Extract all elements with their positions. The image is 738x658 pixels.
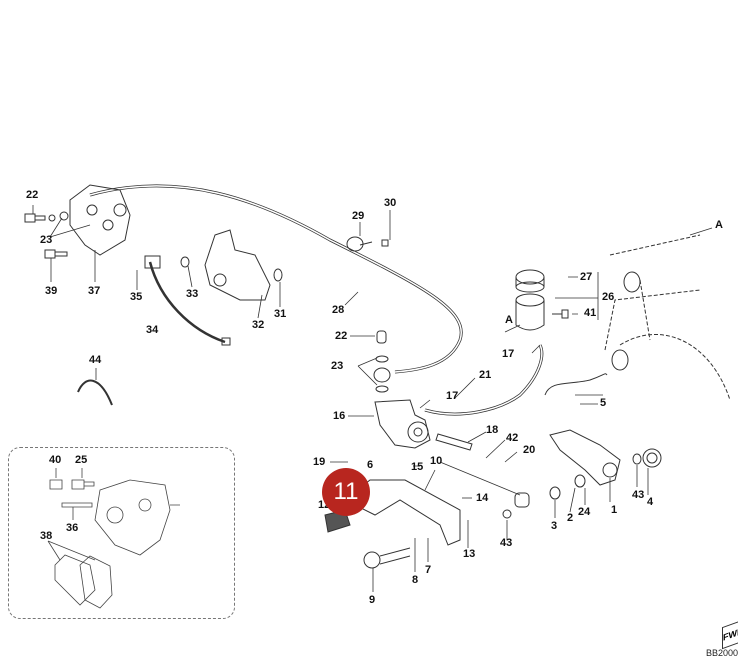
part-label-21[interactable]: 21 [479, 369, 492, 381]
leader-lines [32, 205, 713, 592]
view-marker-a-top: A [715, 219, 723, 231]
part-label-43b[interactable]: 43 [632, 489, 645, 501]
bushing-10 [514, 492, 530, 508]
part-label-35[interactable]: 35 [130, 291, 143, 303]
part-label-44[interactable]: 44 [89, 354, 102, 366]
speed-sensor-34 [148, 261, 226, 344]
highlight-callout-11[interactable]: 11 [322, 468, 370, 516]
part-label-41[interactable]: 41 [584, 307, 597, 319]
caliper-carrier-32 [204, 229, 271, 301]
brake-caliper-37 [69, 184, 131, 256]
spring-4 [642, 448, 662, 468]
part-label-43[interactable]: 43 [500, 537, 513, 549]
part-label-9[interactable]: 9 [369, 594, 376, 606]
part-label-27[interactable]: 27 [580, 271, 593, 283]
part-label-14[interactable]: 14 [476, 492, 489, 504]
part-label-18[interactable]: 18 [486, 424, 499, 436]
part-label-24[interactable]: 24 [578, 506, 591, 518]
washer-24 [574, 474, 586, 488]
part-label-6[interactable]: 6 [367, 459, 374, 471]
washer-31 [273, 268, 283, 282]
view-marker-a: A [505, 314, 513, 326]
reservoir-26 [515, 300, 545, 331]
caliper-detail-inset [8, 447, 235, 619]
part-label-42[interactable]: 42 [506, 432, 519, 444]
drawing-code: BB2000 [706, 648, 738, 658]
part-label-39[interactable]: 39 [45, 285, 58, 297]
banjo-bolt-22 [376, 330, 387, 344]
part-label-22[interactable]: 22 [26, 189, 39, 201]
part-label-36[interactable]: 36 [66, 522, 79, 534]
part-label-5[interactable]: 5 [600, 397, 607, 409]
part-label-4[interactable]: 4 [647, 496, 654, 508]
part-label-3[interactable]: 3 [551, 520, 558, 532]
frame-outline [604, 234, 731, 401]
part-label-38[interactable]: 38 [40, 530, 53, 542]
part-label-16[interactable]: 16 [333, 410, 346, 422]
part-label-19[interactable]: 19 [313, 456, 326, 468]
part-label-17a[interactable]: 17 [446, 390, 459, 402]
spring-clip-44 [77, 379, 113, 406]
master-cylinder-16 [374, 399, 431, 449]
part-label-31[interactable]: 31 [274, 308, 287, 320]
part-label-34[interactable]: 34 [146, 324, 159, 336]
part-label-7[interactable]: 7 [425, 564, 432, 576]
pivot-bolt-9 [363, 551, 381, 569]
brake-lever-6 [344, 479, 461, 546]
part-label-1[interactable]: 1 [611, 504, 618, 516]
part-label-28[interactable]: 28 [332, 304, 345, 316]
part-label-12[interactable]: 12 [318, 499, 331, 511]
pushrod-18 [435, 433, 473, 451]
part-label-30[interactable]: 30 [384, 197, 397, 209]
part-label-32[interactable]: 32 [252, 319, 265, 331]
bolt-39 [44, 249, 68, 259]
part-label-10[interactable]: 10 [430, 455, 443, 467]
washer-3 [549, 486, 561, 500]
part-label-29[interactable]: 29 [352, 210, 365, 222]
part-label-40[interactable]: 40 [49, 454, 62, 466]
part-label-15[interactable]: 15 [411, 461, 424, 473]
circlip-43 [632, 453, 642, 465]
part-label-26[interactable]: 26 [602, 291, 615, 303]
circlip-43b [502, 509, 512, 519]
part-label-8[interactable]: 8 [412, 574, 419, 586]
bolt-22 [24, 213, 46, 223]
part-label-33[interactable]: 33 [186, 288, 199, 300]
part-label-13[interactable]: 13 [463, 548, 476, 560]
part-label-17b[interactable]: 17 [502, 348, 515, 360]
clamp-29 [346, 236, 364, 252]
part-label-37[interactable]: 37 [88, 285, 101, 297]
part-label-2[interactable]: 2 [567, 512, 574, 524]
clip-33 [180, 256, 190, 268]
part-label-23b[interactable]: 23 [331, 360, 344, 372]
part-label-22b[interactable]: 22 [335, 330, 348, 342]
part-label-20[interactable]: 20 [523, 444, 536, 456]
part-label-23[interactable]: 23 [40, 234, 53, 246]
sensor-line-5 [544, 373, 608, 396]
footrest-bracket-1 [549, 429, 621, 486]
part-label-25[interactable]: 25 [75, 454, 88, 466]
